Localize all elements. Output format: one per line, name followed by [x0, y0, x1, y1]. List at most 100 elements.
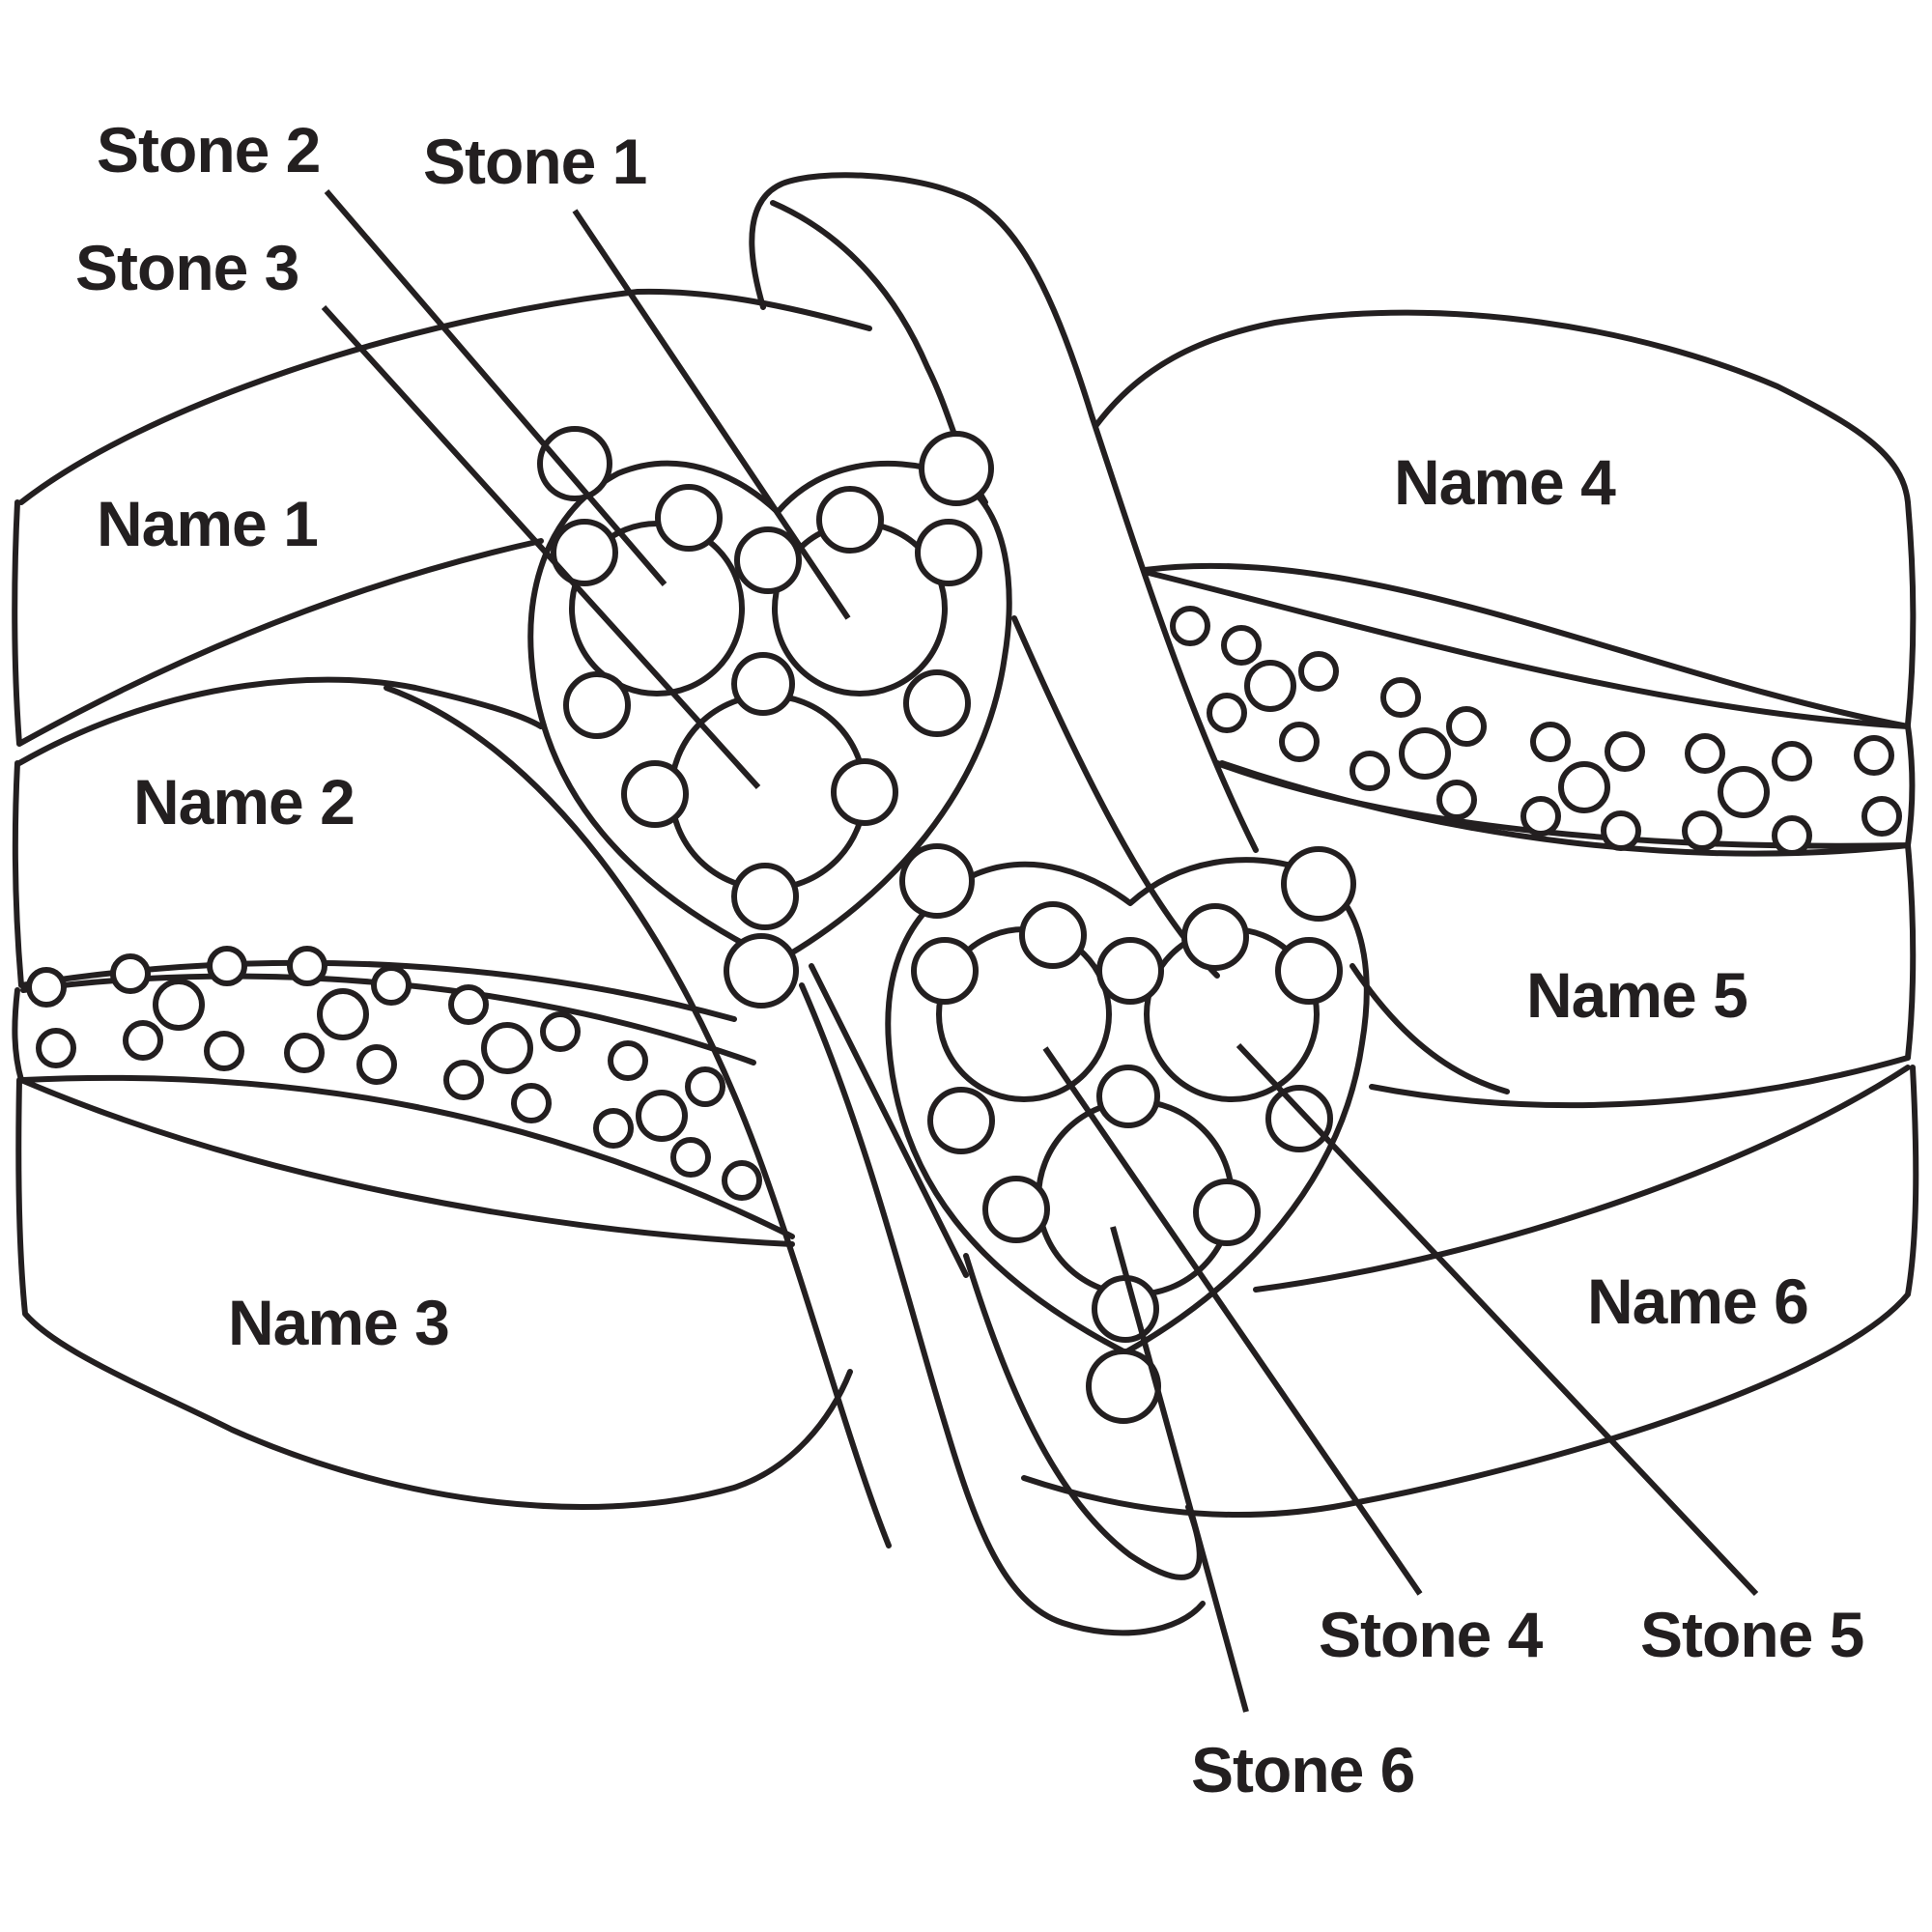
pave-stone: [1558, 761, 1610, 813]
pave-stone: [1605, 731, 1645, 772]
pave-stone: [1520, 796, 1561, 837]
pave-stone: [1772, 741, 1812, 781]
stone-3-leader: [321, 304, 761, 790]
pave-stone: [1772, 815, 1812, 856]
stone: [734, 526, 802, 594]
upper-heart-stones: [537, 426, 994, 1009]
stone: [731, 863, 799, 930]
pave-stone: [1207, 693, 1247, 733]
name-4-label: Name 4: [1394, 446, 1616, 518]
stone: [563, 671, 631, 739]
pave-stone: [511, 1083, 552, 1123]
stone: [1281, 846, 1356, 922]
stone: [1181, 903, 1249, 971]
stone: [724, 933, 799, 1009]
pave-stone: [1685, 733, 1725, 774]
band-name-6-outline: [1021, 1065, 1919, 1519]
stone: [1096, 937, 1164, 1005]
pave-stone: [1854, 735, 1894, 776]
stone-1-leader: [572, 209, 851, 620]
name-5-label: Name 5: [1526, 959, 1747, 1031]
stone: [731, 652, 795, 716]
upper-loop: [749, 172, 1259, 853]
stone: [816, 486, 884, 554]
pave-stone: [123, 1020, 163, 1061]
name-2-label: Name 2: [133, 766, 355, 838]
center-diagonal: [809, 963, 969, 1278]
stone: [1019, 901, 1087, 969]
lower-heart-stones: [899, 843, 1356, 1424]
pave-stone: [287, 946, 327, 986]
stone-5-leader: [1236, 1042, 1759, 1597]
band-name-1-outline: [12, 288, 872, 747]
band-name-3-outline: [15, 1077, 853, 1510]
pave-stone: [1682, 810, 1722, 851]
left-sweep: [384, 685, 892, 1548]
stone: [1275, 937, 1343, 1005]
pave-stone: [1170, 606, 1210, 646]
labels: Stone 2 Stone 1 Stone 3 Name 1 Name 2 Na…: [75, 114, 1864, 1805]
pave-stone: [608, 1040, 648, 1081]
stone: [919, 431, 994, 506]
pave-stone: [36, 1028, 76, 1068]
pave-stone: [1861, 796, 1902, 837]
pave-stone: [204, 1031, 244, 1071]
lower-heart-outline: [885, 857, 1370, 1355]
lower-loop-inner: [963, 1253, 1203, 1580]
stone-4-label: Stone 4: [1319, 1599, 1544, 1670]
pave-stone: [1436, 780, 1477, 820]
stone-1-label: Stone 1: [423, 126, 646, 197]
band-name-5-outline: [1214, 760, 1917, 1109]
leader-lines: [321, 189, 1759, 1713]
pave-stone: [356, 1044, 397, 1085]
stone: [915, 519, 982, 586]
right-band-stack: [1021, 309, 1919, 1519]
name-1-label: Name 1: [97, 488, 318, 559]
stone: [903, 669, 971, 737]
right-pave-channel: [1142, 562, 1916, 857]
stone: [927, 1087, 995, 1154]
stone: [621, 760, 689, 828]
stone-5-label: Stone 5: [1640, 1599, 1863, 1670]
stone: [1096, 1065, 1160, 1128]
pave-stone: [1350, 751, 1390, 791]
pave-stone: [443, 1060, 484, 1100]
stone: [982, 1176, 1050, 1243]
pave-stone: [1399, 727, 1451, 780]
pave-stone: [636, 1090, 688, 1142]
stone: [537, 426, 612, 501]
band-name-4-outline: [1094, 309, 1917, 729]
stone: [1092, 1275, 1159, 1343]
lower-loop: [799, 982, 1206, 1636]
stone: [911, 937, 979, 1005]
stone-2-label: Stone 2: [97, 114, 320, 185]
pave-stone: [1298, 651, 1339, 692]
left-pave-stones: [26, 946, 762, 1201]
stone: [1193, 1179, 1261, 1246]
pave-stone: [153, 979, 205, 1031]
stone: [1265, 1085, 1333, 1152]
pave-stone: [110, 953, 151, 994]
stone: [831, 758, 898, 826]
pave-stone: [1244, 660, 1296, 712]
stone-3-label: Stone 3: [75, 232, 298, 303]
pave-stone: [1530, 722, 1571, 762]
pave-stone: [448, 984, 489, 1025]
right-pave-stones: [1170, 606, 1902, 856]
pave-stone: [481, 1022, 533, 1074]
pave-stone: [685, 1066, 725, 1107]
pave-stone: [317, 988, 369, 1040]
stone: [899, 843, 975, 919]
pave-stone: [26, 967, 67, 1008]
pave-stone: [722, 1160, 762, 1201]
pave-stone: [1718, 766, 1770, 818]
stone-6-label: Stone 6: [1191, 1734, 1414, 1805]
pave-stone: [1279, 722, 1320, 762]
pave-stone: [207, 946, 247, 986]
pave-stone: [593, 1108, 634, 1149]
pave-stone: [371, 965, 412, 1006]
stone-4-leader: [1042, 1046, 1423, 1596]
stone: [655, 484, 723, 552]
pave-stone: [540, 1011, 581, 1052]
